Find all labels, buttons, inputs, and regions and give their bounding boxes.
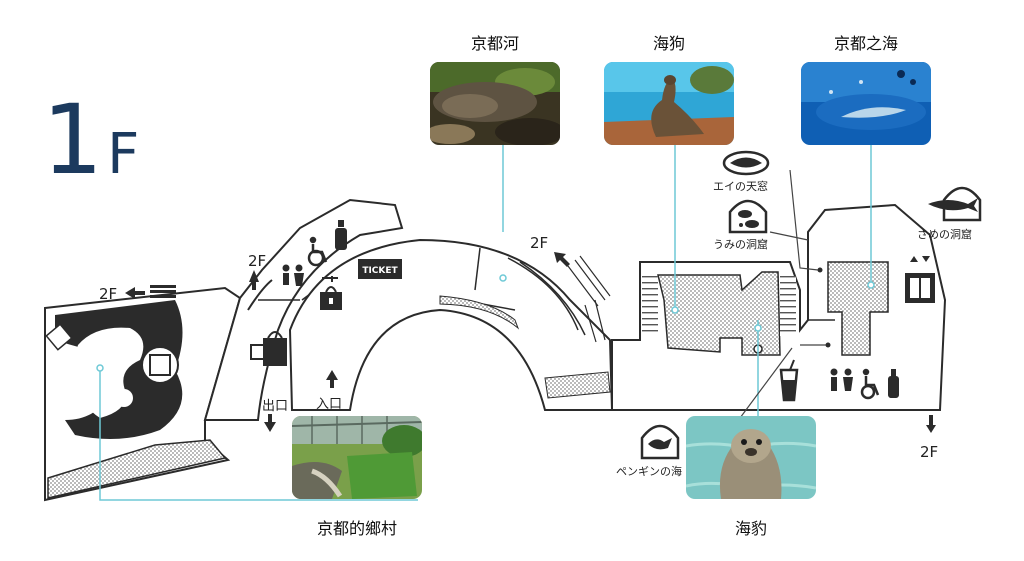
village-path bbox=[47, 439, 227, 499]
penguin-icon bbox=[640, 424, 680, 460]
seal-label: 海豹 bbox=[734, 519, 768, 538]
penguin-label: ペンギンの海 bbox=[616, 464, 682, 478]
elevator-icon bbox=[905, 256, 935, 303]
kyoto-sea-photo bbox=[801, 62, 931, 145]
arrow-icon bbox=[326, 370, 338, 388]
sea-cave-label: うみの洞窟 bbox=[713, 237, 768, 251]
kyoto-village-label: 京都的鄉村 bbox=[316, 519, 398, 538]
pointer-lines bbox=[739, 169, 826, 419]
drink-icon bbox=[779, 359, 799, 402]
ray-window-label: エイの天窓 bbox=[713, 179, 768, 193]
ray-window-dot bbox=[817, 267, 823, 273]
sea-cave-icon bbox=[728, 199, 768, 234]
ticket-label: TICKET bbox=[362, 266, 398, 276]
kyoto-river-photo bbox=[430, 62, 560, 145]
arrow-icon bbox=[264, 414, 276, 432]
arch-ramp bbox=[544, 371, 611, 399]
arrow-icon bbox=[125, 285, 176, 299]
baby-bottle-icon bbox=[888, 369, 899, 398]
penguin-dot bbox=[825, 342, 831, 348]
sea-lion-photo bbox=[604, 62, 734, 145]
floor-number: 1 bbox=[42, 84, 104, 196]
ticket-icon bbox=[358, 259, 402, 279]
wheelchair-icon bbox=[307, 236, 328, 267]
label-2f-right: 2F bbox=[920, 443, 938, 461]
kyoto-village-photo bbox=[292, 416, 422, 499]
locker-icon bbox=[320, 276, 342, 310]
restroom-icon bbox=[830, 368, 853, 391]
arch-walkway bbox=[439, 295, 520, 330]
arrow-icon bbox=[926, 415, 936, 433]
arch-stairs bbox=[567, 255, 611, 343]
label-2f-entrance: 2F bbox=[248, 252, 266, 270]
sea-lion-pool bbox=[642, 271, 796, 356]
sea-lion-label: 海狗 bbox=[652, 34, 686, 53]
arrow-icon bbox=[554, 252, 570, 267]
ray-window-icon bbox=[722, 150, 770, 176]
wheelchair-icon bbox=[860, 368, 880, 400]
shark-cave-label: さめの洞窟 bbox=[917, 227, 972, 241]
shark-cave-icon bbox=[928, 186, 982, 222]
kyoto-river-label: 京都河 bbox=[470, 34, 520, 53]
label-2f-arch: 2F bbox=[530, 234, 548, 252]
arrow-icon bbox=[249, 270, 259, 290]
village-pond bbox=[45, 300, 183, 439]
label-2f-left: 2F bbox=[99, 285, 117, 303]
exit-label: 出口 bbox=[262, 399, 288, 414]
entrance-label: 入口 bbox=[316, 397, 342, 412]
seal-photo bbox=[686, 416, 816, 499]
leader-lines bbox=[99, 145, 872, 501]
shopping-bag-icon bbox=[250, 331, 287, 366]
kyoto-sea-label: 京都之海 bbox=[833, 34, 899, 53]
floor-suffix: F bbox=[107, 122, 140, 187]
baby-bottle-icon bbox=[335, 220, 347, 250]
restroom-icon bbox=[282, 264, 304, 286]
leader-dots bbox=[96, 274, 875, 372]
floor-title: 1F bbox=[42, 92, 139, 188]
